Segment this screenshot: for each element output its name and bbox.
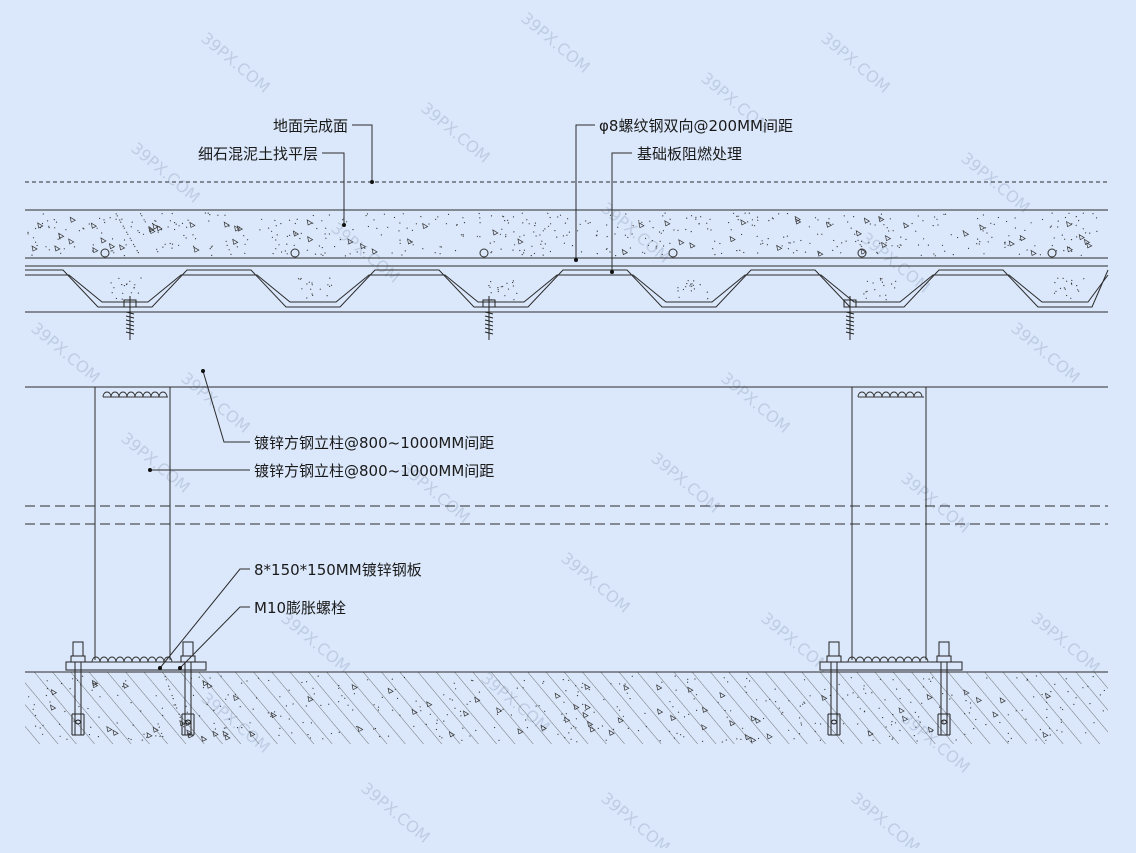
base-plate <box>65 641 207 736</box>
watermark-text: 39PX.COM <box>117 429 193 497</box>
anchor-bolt-icon <box>936 641 952 736</box>
anchor-bolt-icon <box>180 641 196 736</box>
watermark-text: 39PX.COM <box>177 369 253 437</box>
label-anchor-bolt: M10膨胀螺栓 <box>254 599 346 617</box>
watermark-text: 39PX.COM <box>647 449 723 517</box>
screw-icon <box>123 296 137 340</box>
watermark-text: 39PX.COM <box>277 609 353 677</box>
watermark-text: 39PX.COM <box>957 149 1033 217</box>
screw-icon <box>843 296 857 340</box>
watermark-text: 39PX.COM <box>897 469 973 537</box>
base-plate <box>819 641 963 736</box>
watermark-text: 39PX.COM <box>27 319 103 387</box>
leader-lines <box>150 124 632 669</box>
concrete-slab <box>25 209 1108 301</box>
leader-dots <box>148 180 614 670</box>
watermark-text: 39PX.COM <box>857 229 933 297</box>
steel-column-right <box>851 387 927 660</box>
watermark-text: 39PX.COM <box>417 99 493 167</box>
watermark-text: 39PX.COM <box>197 29 273 97</box>
label-finish-surface: 地面完成面 <box>273 117 348 135</box>
watermark-text: 39PX.COM <box>1007 319 1083 387</box>
label-column-2: 镀锌方钢立柱@800~1000MM间距 <box>254 462 494 480</box>
label-fireproof-board: 基础板阻燃处理 <box>637 145 742 163</box>
screw-icon <box>482 296 496 340</box>
steel-column-left <box>94 387 171 660</box>
watermark-text: 39PX.COM <box>847 789 923 848</box>
label-column-1: 镀锌方钢立柱@800~1000MM间距 <box>254 434 494 452</box>
watermark-text: 39PX.COM <box>817 29 893 97</box>
watermark-text: 39PX.COM <box>127 139 203 207</box>
label-rebar: φ8螺纹钢双向@200MM间距 <box>599 117 793 135</box>
label-steel-plate: 8*150*150MM镀锌钢板 <box>254 561 422 579</box>
deck-screws <box>123 296 857 340</box>
anchor-bolt-icon <box>826 641 842 736</box>
base-plates <box>65 641 963 736</box>
watermark-text: 39PX.COM <box>717 369 793 437</box>
corrugated-deck <box>25 269 1109 313</box>
label-leveling-layer: 细石混泥土找平层 <box>198 145 318 163</box>
watermark-text: 39PX.COM <box>1027 609 1103 677</box>
anchor-bolt-icon <box>70 641 86 736</box>
watermark-text: 39PX.COM <box>597 789 673 848</box>
ground-hatch <box>25 671 1108 744</box>
watermark-text: 39PX.COM <box>517 9 593 77</box>
watermark-text: 39PX.COM <box>357 779 433 847</box>
watermark-text: 39PX.COM <box>557 549 633 617</box>
watermark-text: 39PX.COM <box>597 199 673 267</box>
